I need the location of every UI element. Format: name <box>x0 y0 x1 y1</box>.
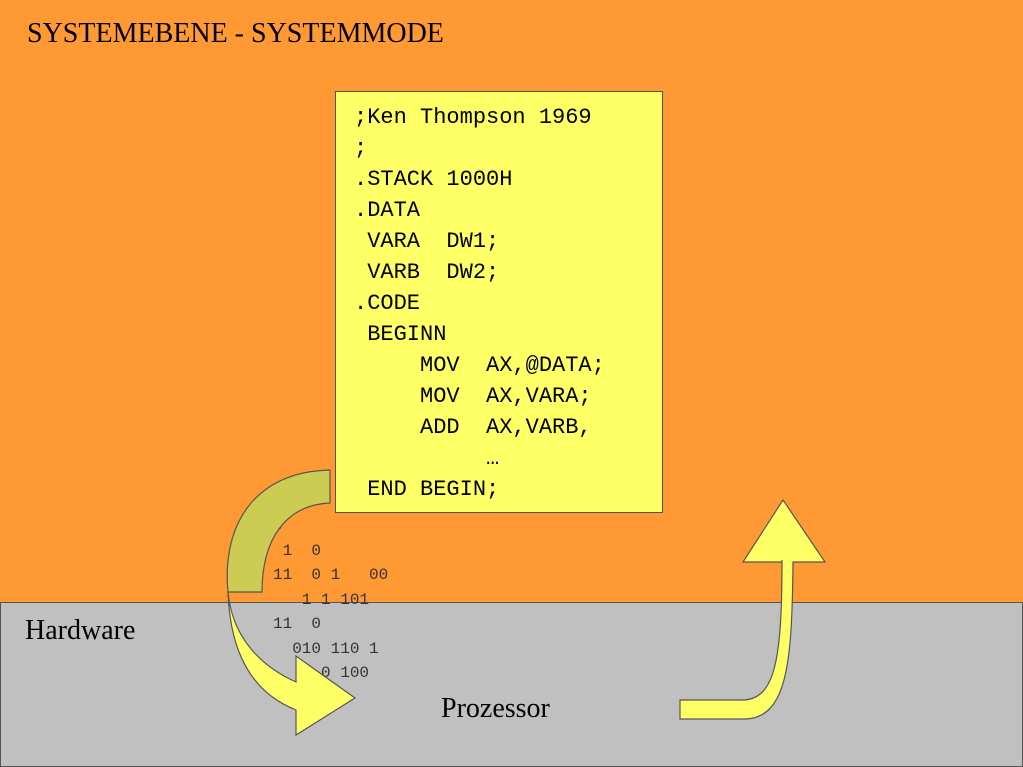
binary-line: 11 0 1 00 <box>273 566 389 584</box>
code-line: BEGINN <box>354 322 447 347</box>
code-line: ADD AX,VARB, <box>354 415 592 440</box>
binary-line: 010 110 1 <box>273 639 379 658</box>
code-line: ; <box>354 136 368 161</box>
hardware-label: Hardware <box>25 615 136 646</box>
code-line: .CODE <box>354 291 421 316</box>
curved-arrow-down-back <box>226 469 331 593</box>
code-line: .STACK 1000H <box>354 167 513 192</box>
code-line: VARA DW1; <box>354 229 500 254</box>
code-line: MOV AX,VARA; <box>354 384 592 409</box>
code-line: VARB DW2; <box>354 260 500 285</box>
binary-line: 1 1 101 <box>273 590 370 609</box>
binary-line: 11 0 <box>273 615 322 633</box>
hardware-area <box>0 602 1023 767</box>
slide-title: SYSTEMEBENE - SYSTEMMODE <box>27 18 444 49</box>
binary-line: 0 100 <box>273 664 370 682</box>
binary-code: 0 1 0 11 0 1 00 1 1 101 11 0 010 110 1 0… <box>273 514 388 686</box>
curved-arrow-down-front <box>227 591 357 737</box>
assembly-code: ;Ken Thompson 1969 ; .STACK 1000H .DATA … <box>354 102 605 505</box>
code-line: END BEGIN; <box>354 477 500 502</box>
prozessor-label: Prozessor <box>441 693 550 724</box>
code-line: MOV AX,@DATA; <box>354 353 605 378</box>
binary-line: 1 0 <box>273 541 322 560</box>
code-line: … <box>354 446 500 471</box>
curved-arrow-up-shape <box>679 498 827 720</box>
code-line: ;Ken Thompson 1969 <box>354 105 592 130</box>
assembly-code-box: ;Ken Thompson 1969 ; .STACK 1000H .DATA … <box>335 91 663 513</box>
code-line: .DATA <box>354 198 421 223</box>
